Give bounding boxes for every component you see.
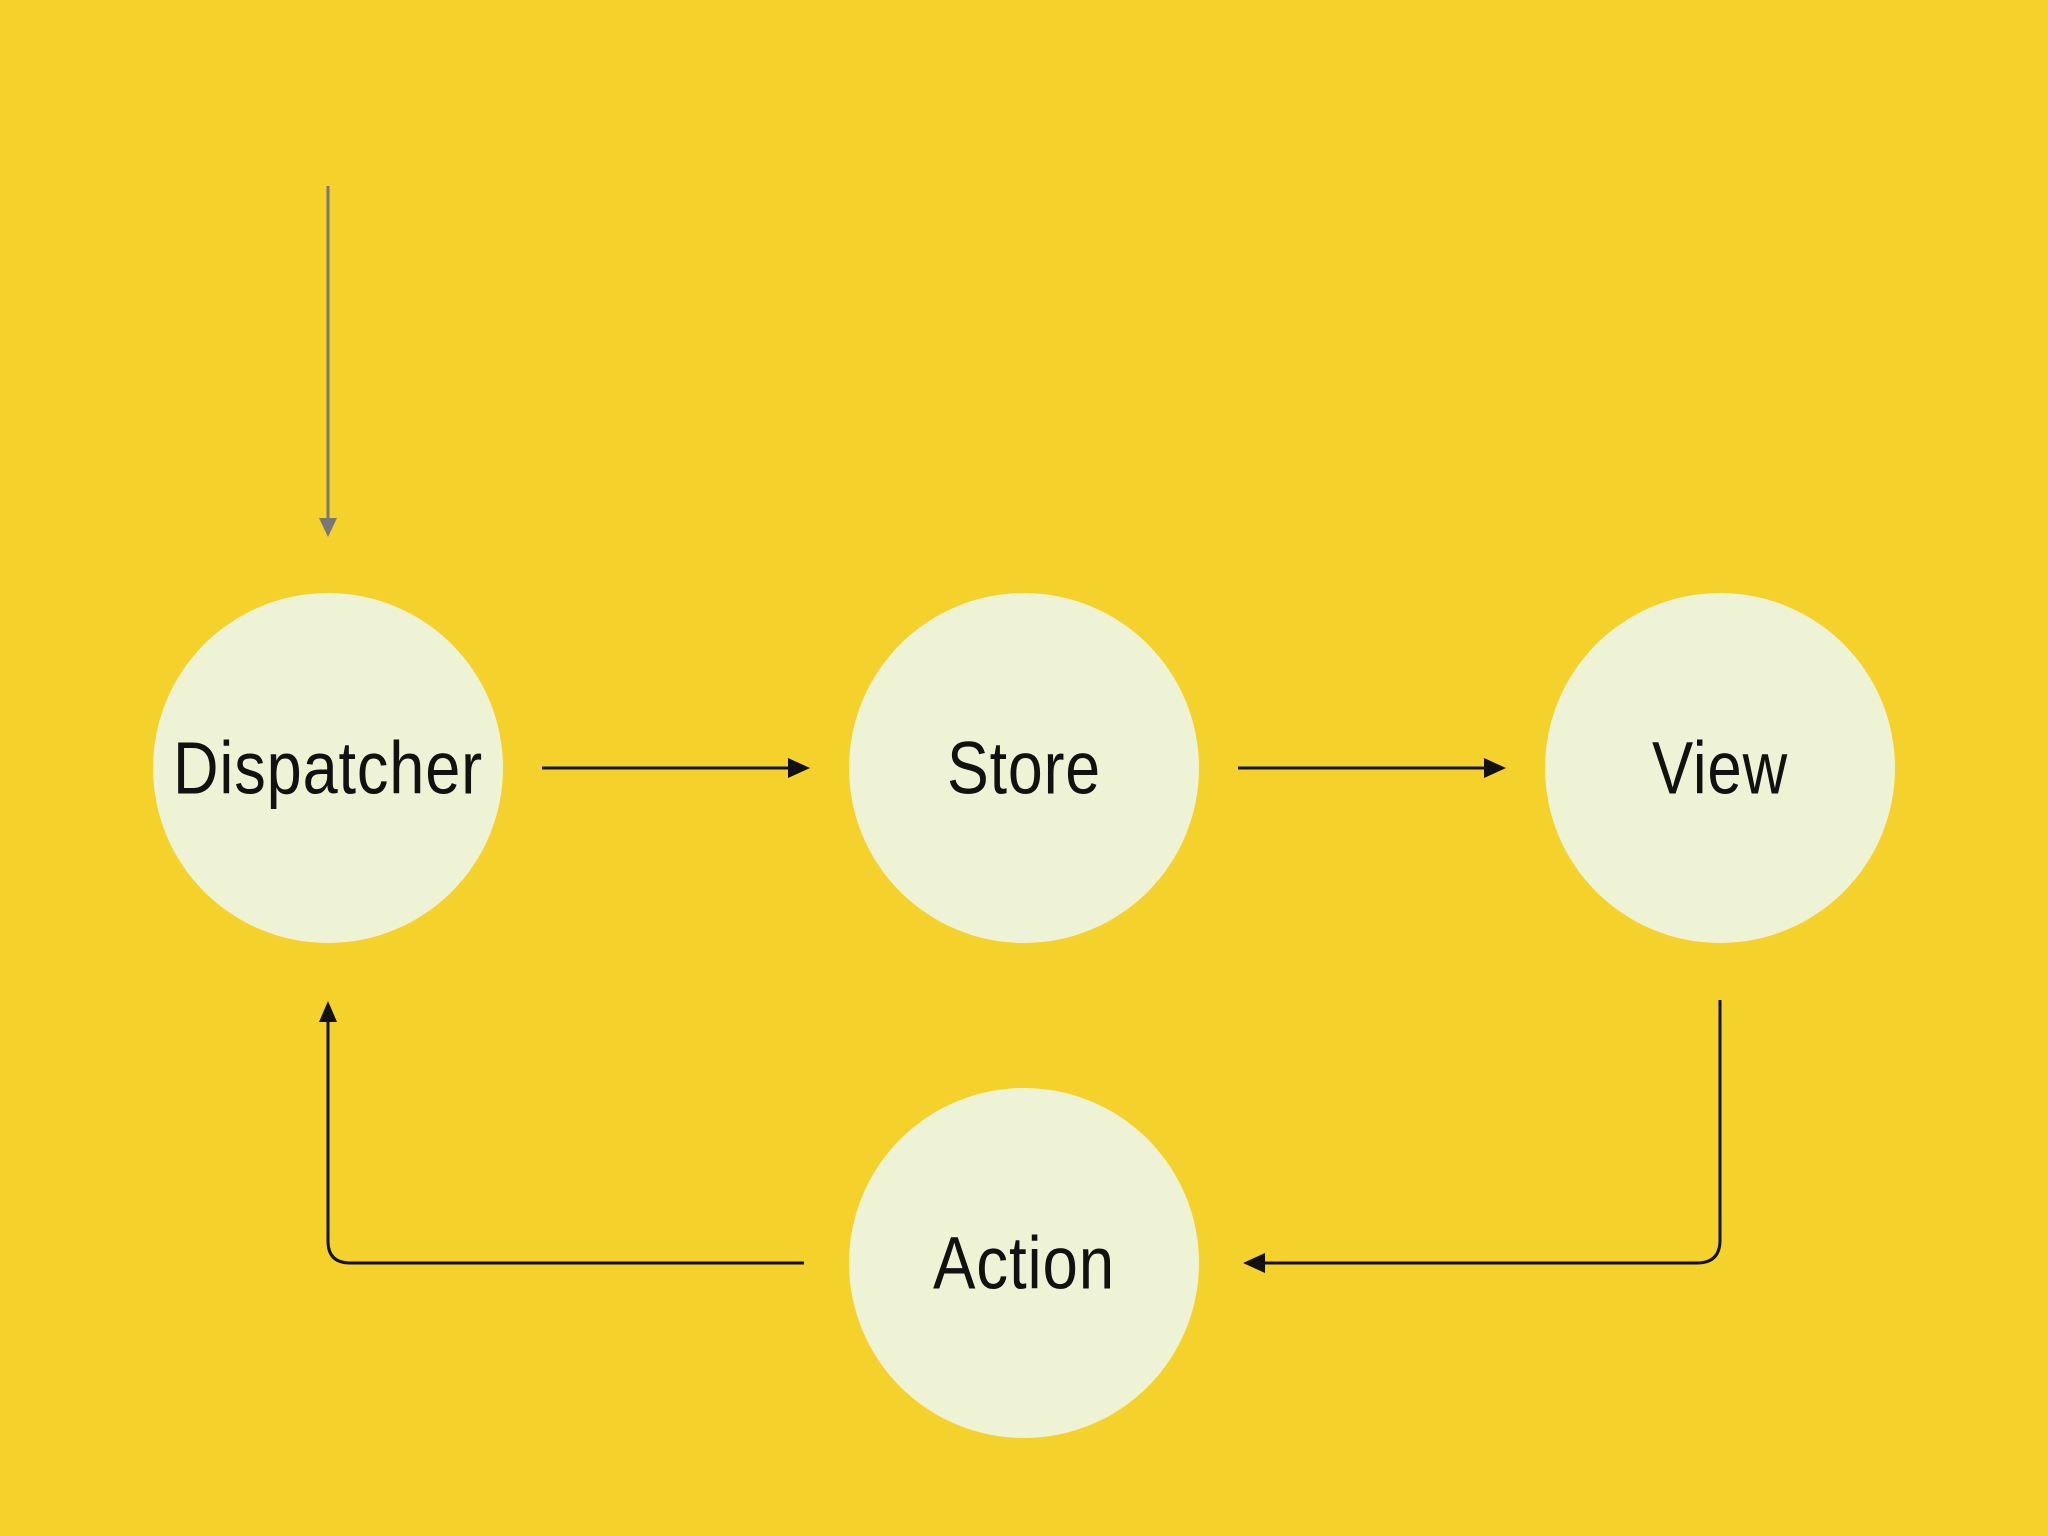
edge-store-to-view	[1238, 758, 1506, 778]
node-view: View	[1545, 593, 1895, 943]
arrowhead	[319, 1001, 337, 1022]
node-action: Action	[849, 1088, 1199, 1438]
edge-line	[326, 1020, 804, 1265]
node-label-view: View	[1652, 727, 1788, 810]
arrowhead	[1243, 1253, 1265, 1273]
edge-line	[1262, 1000, 1722, 1265]
node-dispatcher: Dispatcher	[153, 593, 503, 943]
node-label-dispatcher: Dispatcher	[173, 727, 483, 810]
node-circle	[1545, 593, 1895, 943]
node-circle	[849, 1088, 1199, 1438]
edge-view-to-action	[1243, 1000, 1722, 1273]
node-label-store: Store	[947, 727, 1101, 810]
arrowhead	[788, 758, 810, 778]
edge-dispatcher-to-store	[542, 758, 810, 778]
node-label-action: Action	[933, 1222, 1115, 1305]
node-circle	[153, 593, 503, 943]
arrowhead	[319, 518, 337, 537]
node-store: Store	[849, 593, 1199, 943]
arrowhead	[1484, 758, 1506, 778]
edge-external-to-dispatcher	[319, 186, 337, 537]
node-circle	[849, 593, 1199, 943]
edge-action-to-dispatcher	[319, 1001, 804, 1265]
